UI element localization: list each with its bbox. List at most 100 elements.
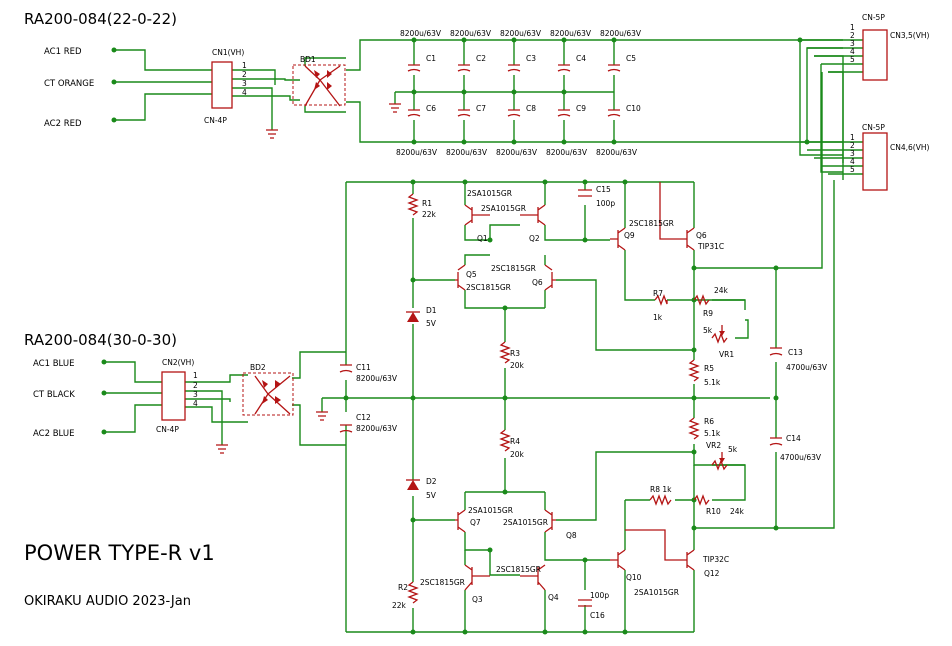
pin-label: 4 <box>850 157 855 166</box>
cap-ref: C7 <box>476 104 486 113</box>
pin-label: 1 <box>242 61 247 70</box>
vr-arrows <box>719 325 725 463</box>
cap-ref: C6 <box>426 104 436 113</box>
resistors <box>407 193 728 604</box>
label-ac2-blue: AC2 BLUE <box>33 429 74 439</box>
label-r9-value: 24k <box>714 286 729 295</box>
cap-value: 8200u/63V <box>500 29 542 38</box>
label-c11-value: 8200u/63V <box>356 374 398 383</box>
label-c14-value: 4700u/63V <box>780 453 822 462</box>
cap-ref: C1 <box>426 54 436 63</box>
label-q3: Q3 <box>472 595 483 604</box>
cap-value: 8200u/63V <box>396 148 438 157</box>
cn1-pins: 1 2 3 4 <box>242 61 247 97</box>
connector-cn1 <box>211 61 233 109</box>
pin-label: 1 <box>193 371 198 380</box>
label-cn46-type: CN-5P <box>862 123 885 132</box>
connector-cn35 <box>862 29 888 81</box>
label-q12: Q12 <box>704 569 720 578</box>
pin-label: 4 <box>242 88 247 97</box>
label-q7: Q7 <box>470 518 481 527</box>
diodes <box>406 311 420 490</box>
label-r2-value: 22k <box>392 601 407 610</box>
pin-label: 4 <box>850 47 855 56</box>
label-q2-part: 2SA1015GR <box>481 204 526 213</box>
pin-label: 5 <box>850 165 855 174</box>
label-c16-value: 100p <box>590 591 609 600</box>
label-vr1: VR1 <box>719 350 734 359</box>
label-q6-part: 2SC1815GR <box>491 264 536 273</box>
label-cn2-type: CN-4P <box>156 425 179 434</box>
label-cn35-type: CN-5P <box>862 13 885 22</box>
pin-label: 3 <box>850 149 855 158</box>
caps-c11-c12 <box>339 364 353 433</box>
label-bd1: BD1 <box>300 55 316 64</box>
label-r3-value: 20k <box>510 361 525 370</box>
label-cn35: CN3,5(VH) <box>890 31 929 40</box>
grounds <box>216 103 401 454</box>
label-q9-part: 2SC1815GR <box>629 219 674 228</box>
pin-label: 5 <box>850 55 855 64</box>
label-bd2: BD2 <box>250 363 266 372</box>
label-c12-value: 8200u/63V <box>356 424 398 433</box>
pin-label: 3 <box>850 39 855 48</box>
label-r9: R9 <box>703 309 713 318</box>
cap-value: 8200u/63V <box>550 29 592 38</box>
lower-transformer-title: RA200-084(30-0-30) <box>24 331 177 349</box>
bridge-bd2 <box>242 372 294 416</box>
label-r3: R3 <box>510 349 520 358</box>
bridge-bd1 <box>292 64 346 107</box>
label-cn1: CN1(VH) <box>212 48 244 57</box>
pin-label: 1 <box>850 133 855 142</box>
caps-upper <box>407 64 621 117</box>
label-q10-part: 2SA1015GR <box>634 588 679 597</box>
pin-label: 3 <box>193 390 198 399</box>
label-r1-value: 22k <box>422 210 437 219</box>
label-ac1-blue: AC1 BLUE <box>33 359 74 369</box>
caps-c15-c16 <box>578 189 592 607</box>
label-q1: Q1 <box>477 234 488 243</box>
junctions <box>101 37 810 635</box>
label-ct-orange: CT ORANGE <box>44 79 94 89</box>
label-q8: Q8 <box>566 531 577 540</box>
pin-label: 2 <box>850 31 855 40</box>
upper-transformer-title: RA200-084(22-0-22) <box>24 10 177 28</box>
label-vr1-value: 5k <box>703 326 713 335</box>
label-r7-value: 1k <box>653 313 663 322</box>
label-q10: Q10 <box>626 573 642 582</box>
pin-label: 3 <box>242 79 247 88</box>
label-d2-value: 5V <box>426 491 437 500</box>
label-q4-part: 2SC1815GR <box>496 565 541 574</box>
label-ct-black: CT BLACK <box>33 390 75 400</box>
connector-cn2 <box>161 371 186 421</box>
label-c13: C13 <box>788 348 803 357</box>
label-r2: R2 <box>398 583 408 592</box>
label-q12-part: TIP32C <box>702 555 729 564</box>
cap-value: 8200u/63V <box>496 148 538 157</box>
label-r8: R8 1k <box>650 485 672 494</box>
cap-value: 8200u/63V <box>450 29 492 38</box>
cap-value: 8200u/63V <box>600 29 642 38</box>
label-r5-value: 5.1k <box>704 378 721 387</box>
label-q6b-part: TIP31C <box>697 242 724 251</box>
wires <box>104 39 863 633</box>
label-cn46: CN4,6(VH) <box>890 143 929 152</box>
label-q6b: Q6 <box>696 231 707 240</box>
cap-value: 8200u/63V <box>546 148 588 157</box>
label-cn2: CN2(VH) <box>162 358 194 367</box>
label-r7: R7 <box>653 289 663 298</box>
cap-ref: C3 <box>526 54 536 63</box>
label-r6-value: 5.1k <box>704 429 721 438</box>
pin-label: 2 <box>850 141 855 150</box>
cn2-pins: 1 2 3 4 <box>193 371 198 408</box>
label-c14: C14 <box>786 434 801 443</box>
label-c12: C12 <box>356 413 371 422</box>
label-r6: R6 <box>704 417 714 426</box>
label-ac2-red: AC2 RED <box>44 119 82 129</box>
label-q8-part: 2SA1015GR <box>503 518 548 527</box>
label-d1: D1 <box>426 306 437 315</box>
label-cn1-type: CN-4P <box>204 116 227 125</box>
label-c11: C11 <box>356 363 371 372</box>
label-q2: Q2 <box>529 234 540 243</box>
